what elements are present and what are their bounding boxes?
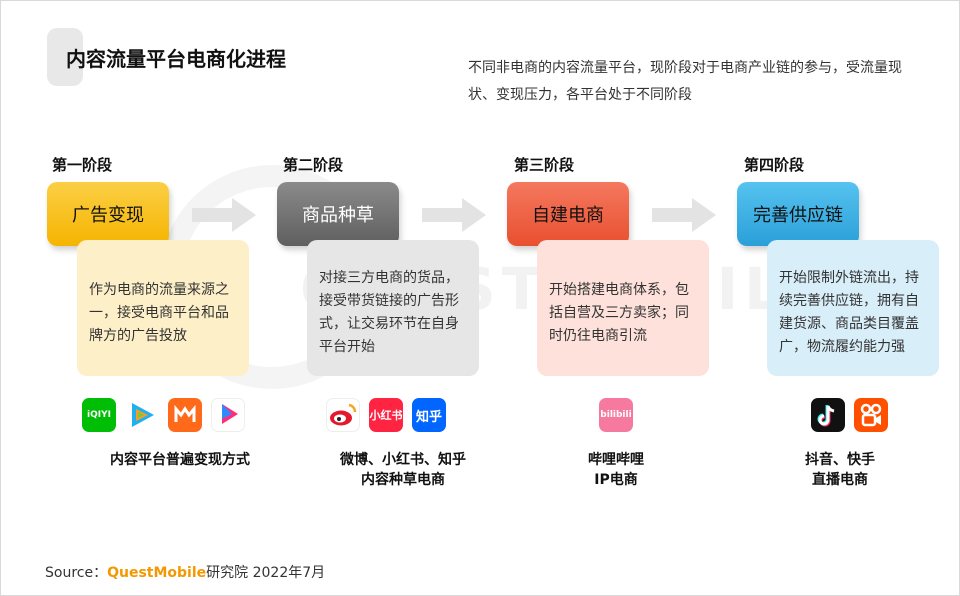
stage-3-name: 自建电商 — [532, 205, 604, 226]
stage-1-description: 作为电商的流量来源之一，接受电商平台和品牌方的广告投放 — [77, 240, 249, 376]
stage-2-caption: 微博、小红书、知乎 内容种草电商 — [340, 452, 466, 488]
tiktok-icon — [811, 398, 845, 432]
stage-3-box: 自建电商 — [507, 182, 629, 246]
stage-3-label: 第三阶段 — [514, 156, 575, 174]
kuaishou-icon — [854, 398, 888, 432]
bilibili-icon: bilibili — [599, 398, 633, 432]
stage-4-platform-icons — [811, 398, 888, 432]
stage-4-label: 第四阶段 — [744, 156, 805, 174]
stage-4-name: 完善供应链 — [753, 205, 843, 226]
stage-4-caption: 抖音、快手 直播电商 — [805, 452, 875, 488]
arrow-right-icon — [192, 198, 256, 232]
page-title: 内容流量平台电商化进程 — [66, 47, 286, 71]
title-tab — [47, 28, 83, 86]
stage-1-caption: 内容平台普遍变现方式 — [110, 452, 250, 468]
source-brand: QuestMobile — [107, 565, 207, 581]
stage-2-name: 商品种草 — [302, 205, 374, 226]
stage-1-box: 广告变现 — [47, 182, 169, 246]
stage-1-platform-icons: iQIYI — [82, 398, 245, 432]
arrow-right-icon — [422, 198, 486, 232]
tencent-video-icon — [125, 398, 159, 432]
stage-2-description: 对接三方电商的货品，接受带货链接的广告形式，让交易环节在自身平台开始 — [307, 240, 479, 376]
arrow-right-icon — [652, 198, 716, 232]
stage-3-platform-icons: bilibili — [599, 398, 633, 432]
source-note: Source：QuestMobile研究院 2022年7月 — [45, 565, 326, 581]
stage-4-description: 开始限制外链流出，持续完善供应链，拥有自建货源、商品类目覆盖广，物流履约能力强 — [767, 240, 939, 376]
stage-2-box: 商品种草 — [277, 182, 399, 246]
youku-icon — [211, 398, 245, 432]
stage-3-caption: 哔哩哔哩 IP电商 — [588, 452, 644, 488]
stage-2-label: 第二阶段 — [283, 156, 344, 174]
stage-1-name: 广告变现 — [72, 205, 144, 226]
mango-tv-icon — [168, 398, 202, 432]
stage-3-description: 开始搭建电商体系，包括自营及三方卖家；同时仍往电商引流 — [537, 240, 709, 376]
zhihu-icon: 知乎 — [412, 398, 446, 432]
xiaohongshu-icon: 小红书 — [369, 398, 403, 432]
stage-1-label: 第一阶段 — [52, 156, 113, 174]
weibo-icon — [326, 398, 360, 432]
stage-4-box: 完善供应链 — [737, 182, 859, 246]
stage-2-platform-icons: 小红书 知乎 — [326, 398, 446, 432]
iqiyi-icon: iQIYI — [82, 398, 116, 432]
page-subtitle: 不同非电商的内容流量平台，现阶段对于电商产业链的参与，受流量现状、变现压力，各平… — [468, 60, 902, 103]
